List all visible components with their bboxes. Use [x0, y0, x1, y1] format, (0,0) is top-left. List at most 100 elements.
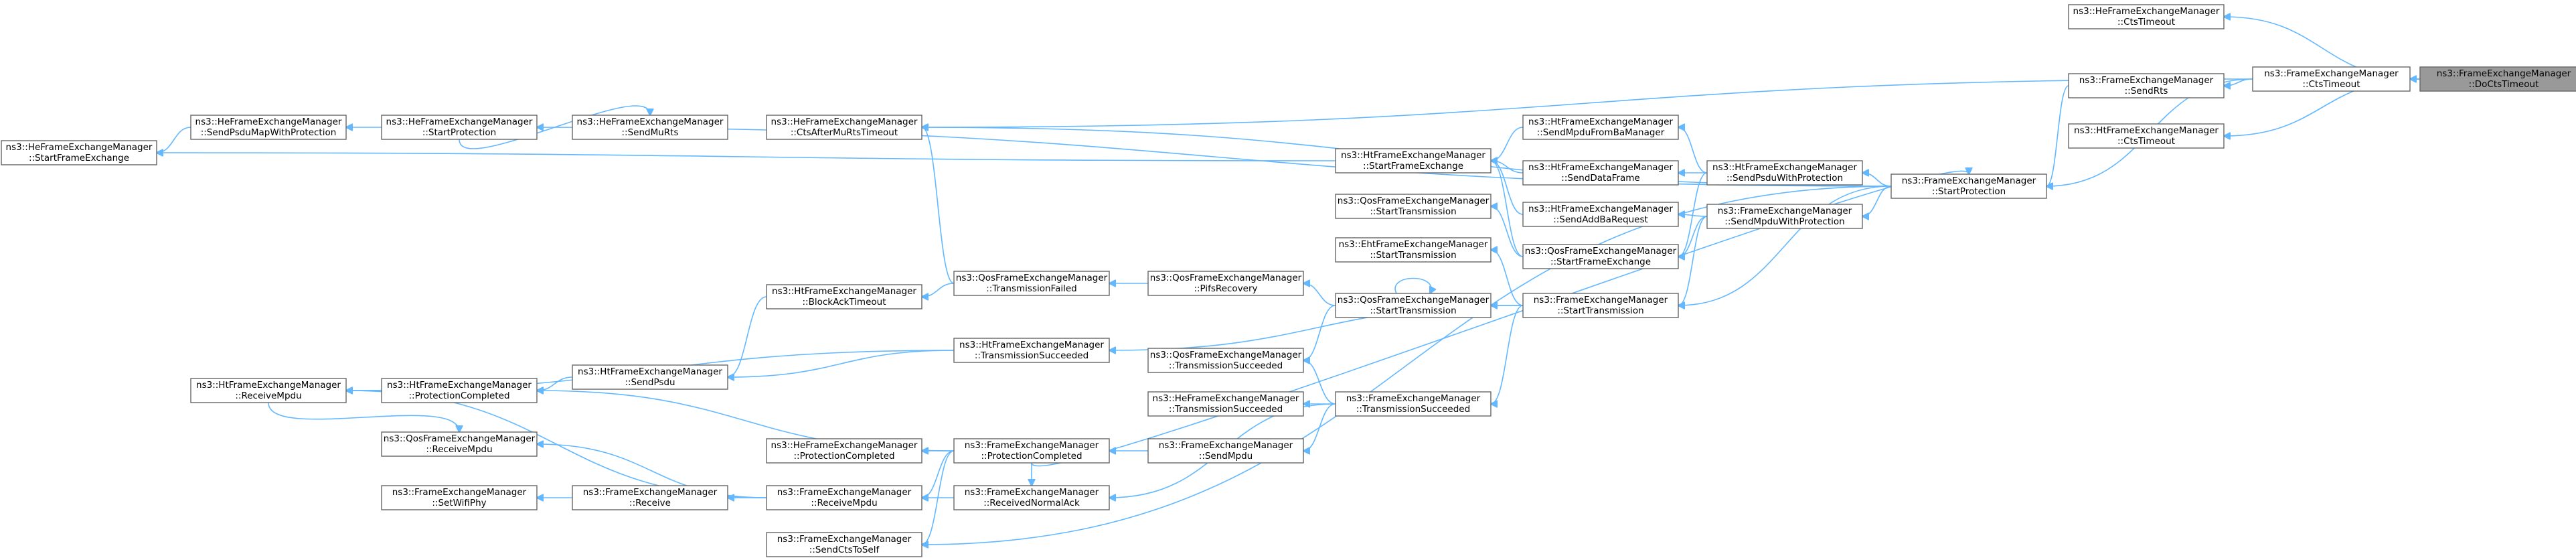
edge-n6-to-n5 [1862, 173, 1892, 187]
graph-node-n5[interactable]: ns3::FrameExchangeManager::StartProtecti… [1890, 173, 2047, 199]
edge-n35-to-n30 [728, 296, 767, 377]
node-class-label: ns3::QosFrameExchangeManager [1150, 350, 1302, 360]
edge-n36-to-n35 [537, 376, 573, 391]
graph-node-n39[interactable]: ns3::FrameExchangeManager::Receive [572, 485, 728, 510]
node-box [572, 485, 728, 510]
node-method-label: ::SendPsduMapWithProtection [201, 127, 337, 138]
graph-node-n25[interactable]: ns3::FrameExchangeManager::ReceivedNorma… [953, 485, 1110, 510]
node-box [1147, 348, 1304, 373]
node-method-label: ::CtsTimeout [2303, 79, 2360, 90]
node-method-label: ::StartTransmission [1370, 206, 1456, 217]
graph-node-n17[interactable]: ns3::FrameExchangeManager::TransmissionS… [1335, 391, 1492, 417]
graph-node-n9[interactable]: ns3::HtFrameExchangeManager::SendDataFra… [1522, 160, 1679, 186]
node-class-label: ns3::FrameExchangeManager [1346, 393, 1481, 404]
graph-node-n15[interactable]: ns3::EhtFrameExchangeManager::StartTrans… [1335, 237, 1492, 263]
node-class-label: ns3::HeFrameExchangeManager [195, 117, 342, 127]
edge-n13-to-n11 [1491, 161, 1524, 257]
graph-node-n30[interactable]: ns3::HtFrameExchangeManager::BlockAckTim… [766, 284, 922, 309]
graph-node-n38[interactable]: ns3::QosFrameExchangeManager::ReceiveMpd… [381, 431, 538, 457]
graph-node-n23[interactable]: ns3::HtFrameExchangeManager::Transmissio… [953, 338, 1110, 363]
graph-node-n32[interactable]: ns3::HeFrameExchangeManager::StartProtec… [381, 115, 538, 140]
node-method-label: ::Receive [629, 498, 671, 508]
graph-node-n26[interactable]: ns3::FrameExchangeManager::SendCtsToSelf [766, 532, 922, 557]
graph-node-n33[interactable]: ns3::HeFrameExchangeManager::SendPsduMap… [190, 115, 347, 140]
node-class-label: ns3::FrameExchangeManager [777, 487, 912, 498]
graph-node-n22[interactable]: ns3::QosFrameExchangeManager::Transmissi… [953, 271, 1110, 296]
graph-node-n27[interactable]: ns3::HeFrameExchangeManager::ProtectionC… [766, 438, 922, 464]
node-method-label: ::PifsRecovery [1194, 283, 1257, 294]
node-method-label: ::ReceiveMpdu [235, 391, 301, 401]
node-method-label: ::SetWifiPhy [432, 498, 486, 508]
graph-node-n2[interactable]: ns3::FrameExchangeManager::CtsTimeout [2252, 66, 2411, 92]
node-class-label: ns3::HeFrameExchangeManager [6, 142, 153, 153]
node-class-label: ns3::HtFrameExchangeManager [772, 286, 916, 297]
graph-node-n36[interactable]: ns3::HtFrameExchangeManager::ProtectionC… [381, 378, 538, 403]
node-box [1335, 148, 1492, 173]
node-box [572, 115, 728, 140]
node-box [766, 284, 922, 309]
graph-node-n16[interactable]: ns3::QosFrameExchangeManager::StartTrans… [1335, 293, 1492, 318]
edge-n20-to-n16 [1303, 305, 1336, 360]
edge-n29-to-n2 [922, 78, 2253, 127]
node-box [381, 485, 538, 510]
node-box [2419, 66, 2576, 92]
graph-node-n19[interactable]: ns3::FrameExchangeManager::SendMpdu [1147, 438, 1304, 464]
edge-n12-to-n7 [1678, 216, 1708, 305]
node-class-label: ns3::HtFrameExchangeManager [578, 366, 722, 377]
node-box [1890, 173, 2047, 199]
edge-n20-to-n17 [1303, 360, 1336, 405]
node-method-label: ::StartProtection [422, 127, 496, 138]
node-box [953, 271, 1110, 296]
node-method-label: ::SendMpduWithProtection [1724, 216, 1844, 227]
graph-node-n18[interactable]: ns3::HeFrameExchangeManager::Transmissio… [1147, 391, 1304, 417]
edge-n21-to-n16 [1303, 283, 1336, 306]
node-box [1147, 391, 1304, 417]
graph-node-n8[interactable]: ns3::HtFrameExchangeManager::SendMpduFro… [1522, 115, 1679, 140]
node-method-label: ::TransmissionSucceeded [975, 350, 1089, 361]
graph-node-n21[interactable]: ns3::QosFrameExchangeManager::PifsRecove… [1147, 271, 1304, 296]
graph-node-n13[interactable]: ns3::HtFrameExchangeManager::StartFrameE… [1335, 148, 1492, 173]
graph-node-n1[interactable]: ns3::HeFrameExchangeManager::CtsTimeout [2068, 4, 2225, 29]
node-box [1147, 271, 1304, 296]
graph-node-n24[interactable]: ns3::FrameExchangeManager::ProtectionCom… [953, 438, 1110, 464]
node-method-label: ::ReceivedNormalAck [983, 498, 1080, 508]
node-box [766, 115, 922, 140]
graph-node-n31[interactable]: ns3::HeFrameExchangeManager::SendMuRts [572, 115, 728, 140]
edge-n31-to-n32 [459, 105, 650, 149]
node-method-label: ::StartFrameExchange [29, 153, 129, 163]
graph-node-n14[interactable]: ns3::QosFrameExchangeManager::StartTrans… [1335, 194, 1492, 219]
graph-node-n4[interactable]: ns3::FrameExchangeManager::SendRts [2068, 73, 2225, 98]
graph-node-n20[interactable]: ns3::QosFrameExchangeManager::Transmissi… [1147, 348, 1304, 373]
edge-n13-to-n8 [1491, 127, 1524, 161]
edge-n34-to-n13 [157, 153, 1336, 161]
graph-node-n7[interactable]: ns3::FrameExchangeManager::SendMpduWithP… [1706, 204, 1863, 229]
node-box [190, 115, 347, 140]
node-box [1335, 194, 1492, 219]
node-box [1706, 160, 1863, 186]
graph-node-n37[interactable]: ns3::HtFrameExchangeManager::ReceiveMpdu [190, 378, 347, 403]
node-class-label: ns3::HtFrameExchangeManager [1341, 150, 1485, 161]
node-box [1522, 244, 1679, 269]
graph-node-n10[interactable]: ns3::HtFrameExchangeManager::SendAddBaRe… [1522, 202, 1679, 227]
graph-node-n11[interactable]: ns3::QosFrameExchangeManager::StartFrame… [1522, 244, 1679, 269]
edge-n5-to-n4 [2046, 85, 2069, 186]
node-class-label: ns3::HtFrameExchangeManager [1528, 204, 1673, 214]
node-class-label: ns3::FrameExchangeManager [1718, 206, 1852, 216]
graph-node-n12[interactable]: ns3::FrameExchangeManager::StartTransmis… [1522, 293, 1679, 318]
node-method-label: ::ReceiveMpdu [426, 444, 492, 455]
node-box [381, 115, 538, 140]
node-class-label: ns3::FrameExchangeManager [965, 440, 1099, 451]
node-box [1, 140, 157, 165]
graph-node-n34[interactable]: ns3::HeFrameExchangeManager::StartFrameE… [1, 140, 157, 165]
edge-n12-to-n5 [1678, 186, 1892, 305]
graph-node-n35[interactable]: ns3::HtFrameExchangeManager::SendPsdu [572, 364, 728, 390]
graph-node-n3[interactable]: ns3::HtFrameExchangeManager::CtsTimeout [2068, 123, 2225, 149]
graph-node-n6[interactable]: ns3::HtFrameExchangeManager::SendPsduWit… [1706, 160, 1863, 186]
node-class-label: ns3::FrameExchangeManager [777, 534, 912, 545]
edge-n28-to-n24 [922, 450, 955, 498]
graph-node-n0[interactable]: ns3::FrameExchangeManager::DoCtsTimeout [2419, 66, 2576, 92]
graph-node-n29[interactable]: ns3::HeFrameExchangeManager::CtsAfterMuR… [766, 115, 922, 140]
node-method-label: ::SendDataFrame [1561, 173, 1639, 184]
graph-node-n40[interactable]: ns3::FrameExchangeManager::SetWifiPhy [381, 485, 538, 510]
graph-node-n28[interactable]: ns3::FrameExchangeManager::ReceiveMpdu [766, 485, 922, 510]
